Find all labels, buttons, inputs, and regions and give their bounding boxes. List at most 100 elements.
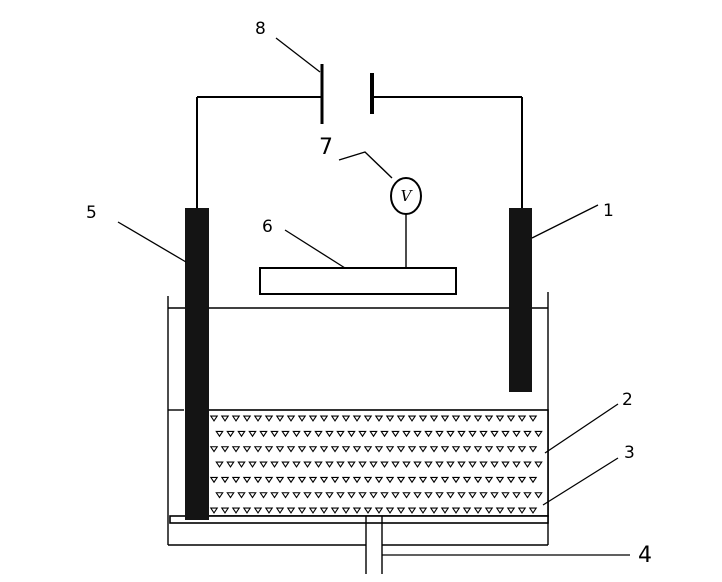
powder-particle — [281, 492, 290, 499]
powder-particle — [440, 476, 450, 484]
powder-particle — [336, 492, 345, 499]
powder-particle — [253, 476, 263, 484]
powder-particle — [336, 461, 345, 468]
right-electrode — [509, 208, 532, 392]
powder-particle — [473, 446, 483, 453]
powder-particle — [534, 430, 543, 438]
powder-particle — [534, 461, 543, 468]
powder-particle — [248, 430, 257, 438]
powder-particle — [501, 461, 510, 468]
powder-particle — [352, 507, 362, 514]
powder-particle — [534, 492, 543, 499]
powder-particle — [528, 415, 538, 422]
substrate-plate — [259, 267, 457, 295]
powder-particle — [253, 446, 263, 453]
powder-particle — [314, 492, 323, 499]
powder-particle — [484, 476, 494, 484]
powder-particle — [270, 492, 279, 499]
powder-particle — [446, 461, 455, 468]
powder-particle — [341, 507, 351, 514]
leader-2 — [544, 403, 619, 454]
powder-particle — [429, 507, 439, 514]
powder-particle — [512, 492, 521, 499]
powder-particle — [517, 415, 527, 422]
powder-particle — [517, 507, 527, 514]
powder-particle — [341, 476, 351, 484]
powder-particle — [429, 415, 439, 422]
powder-particle — [209, 507, 219, 514]
gas-inlet-pipe — [365, 516, 383, 574]
powder-particle — [308, 507, 318, 514]
powder-particle — [248, 461, 257, 468]
powder-particle — [506, 415, 516, 422]
powder-particle — [292, 461, 301, 468]
powder-particle — [264, 446, 274, 453]
powder-particle — [281, 461, 290, 468]
powder-particle — [358, 430, 367, 438]
powder-particle — [374, 446, 384, 453]
powder-particle — [495, 415, 505, 422]
powder-particle — [341, 446, 351, 453]
powder-particle — [297, 415, 307, 422]
label-battery: 8 — [255, 19, 266, 39]
powder-particle — [495, 446, 505, 453]
powder-particle — [523, 492, 532, 499]
powder-particle — [347, 492, 356, 499]
powder-particle — [473, 415, 483, 422]
powder-particle — [473, 476, 483, 484]
voltmeter-assembly: V — [338, 151, 422, 268]
powder-particle — [407, 507, 417, 514]
powder-particle — [281, 430, 290, 438]
powder-particle — [440, 446, 450, 453]
powder-particle — [484, 446, 494, 453]
powder-particle — [292, 492, 301, 499]
powder-particle — [374, 507, 384, 514]
powder-particle — [242, 507, 252, 514]
powder-particle — [231, 507, 241, 514]
powder-particle — [501, 492, 510, 499]
powder-particle — [363, 507, 373, 514]
powder-particle — [292, 430, 301, 438]
powder-particle — [490, 492, 499, 499]
powder-particle — [418, 476, 428, 484]
powder-particle — [352, 415, 362, 422]
powder-particle — [385, 476, 395, 484]
powder-particle — [347, 461, 356, 468]
powder-layer — [207, 409, 549, 517]
powder-particle — [385, 415, 395, 422]
powder-particle — [424, 461, 433, 468]
powder-particle — [314, 461, 323, 468]
leader-6 — [284, 229, 346, 269]
voltmeter-symbol: V — [401, 187, 414, 205]
powder-particle — [275, 415, 285, 422]
powder-particle — [308, 476, 318, 484]
powder-particle — [374, 415, 384, 422]
leader-5 — [117, 221, 187, 263]
powder-particle — [215, 430, 224, 438]
powder-particle — [402, 461, 411, 468]
label-substrate: 6 — [262, 217, 273, 237]
powder-particle — [330, 507, 340, 514]
powder-particle — [457, 492, 466, 499]
powder-particle — [336, 430, 345, 438]
powder-particle — [231, 415, 241, 422]
powder-particle — [308, 415, 318, 422]
powder-particle — [231, 476, 241, 484]
powder-particle — [396, 476, 406, 484]
powder-particle — [319, 476, 329, 484]
powder-particle — [253, 507, 263, 514]
powder-particle — [286, 446, 296, 453]
powder-particle — [495, 507, 505, 514]
powder-particle — [440, 507, 450, 514]
powder-particle — [248, 492, 257, 499]
powder-particle — [303, 492, 312, 499]
label-right-electrode: 1 — [603, 201, 614, 221]
powder-particle — [358, 492, 367, 499]
powder-particle — [462, 476, 472, 484]
powder-particle — [479, 430, 488, 438]
powder-particle — [330, 415, 340, 422]
powder-particle — [319, 446, 329, 453]
powder-particle — [528, 507, 538, 514]
powder-particle — [264, 415, 274, 422]
powder-particle — [242, 476, 252, 484]
